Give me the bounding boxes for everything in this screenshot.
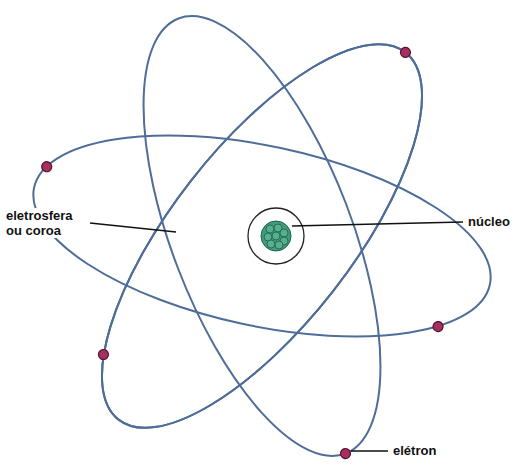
- electron-dot: [398, 45, 412, 59]
- nucleus-core: [261, 221, 291, 251]
- nucleus-label: núcleo: [467, 214, 511, 229]
- leader-line: [292, 222, 463, 226]
- orbit-label: eletrosfera ou coroa: [5, 208, 87, 238]
- leader-lines: [90, 222, 463, 451]
- electron-dot: [96, 347, 110, 361]
- electron-dot: [432, 321, 444, 333]
- nucleus: [248, 208, 304, 264]
- electron-dot: [339, 447, 352, 460]
- nucleus-ring: [248, 208, 304, 264]
- orbit: [94, 0, 429, 473]
- orbit: [48, 0, 477, 473]
- orbit: [48, 0, 477, 473]
- orbit: [15, 100, 508, 373]
- electron-dot: [41, 161, 53, 173]
- nucleons: [264, 224, 288, 249]
- electrons: [41, 45, 444, 460]
- leader-line: [90, 223, 176, 232]
- orbits: [15, 0, 508, 473]
- leader-line: [351, 450, 388, 451]
- electron-label: elétron: [392, 443, 437, 458]
